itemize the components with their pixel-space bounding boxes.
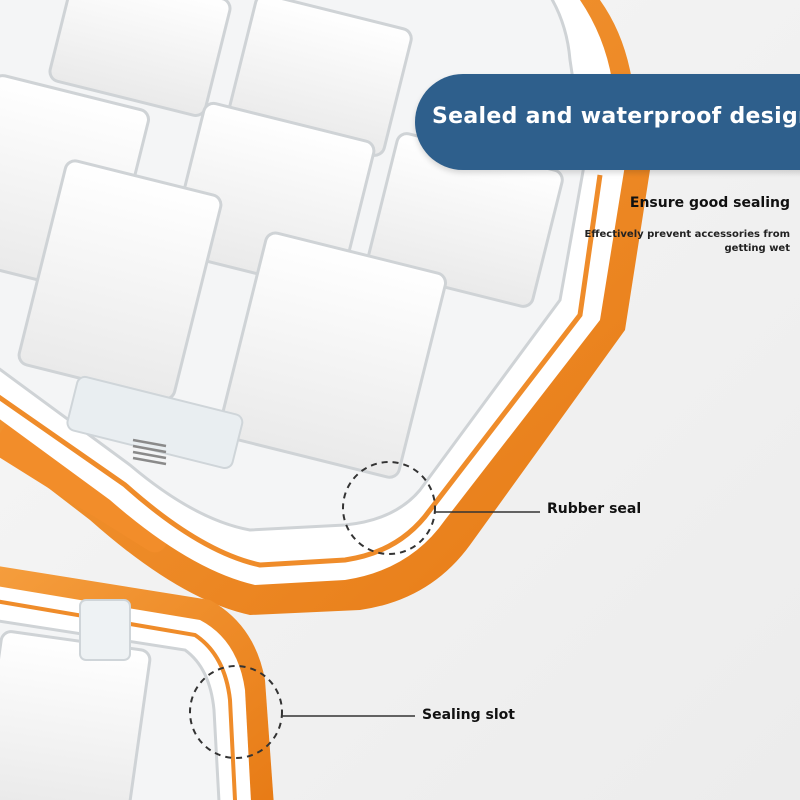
rubber-seal-label: Rubber seal bbox=[547, 501, 642, 517]
spring bbox=[132, 438, 167, 466]
sealing-slot-label: Sealing slot bbox=[422, 707, 515, 723]
lower-seal-line bbox=[0, 599, 238, 800]
feature-description: Effectively prevent accessories from get… bbox=[584, 229, 790, 254]
lower-hinge bbox=[79, 599, 131, 661]
lower-cell bbox=[0, 630, 152, 800]
feature-heading: Ensure good sealing bbox=[629, 195, 790, 211]
rubber-seal-line bbox=[0, 174, 603, 568]
rubber-seal-marker bbox=[342, 461, 436, 555]
title-banner bbox=[415, 74, 800, 170]
sealing-slot-marker bbox=[189, 665, 283, 759]
banner-title: Sealed and waterproof design bbox=[432, 104, 800, 129]
